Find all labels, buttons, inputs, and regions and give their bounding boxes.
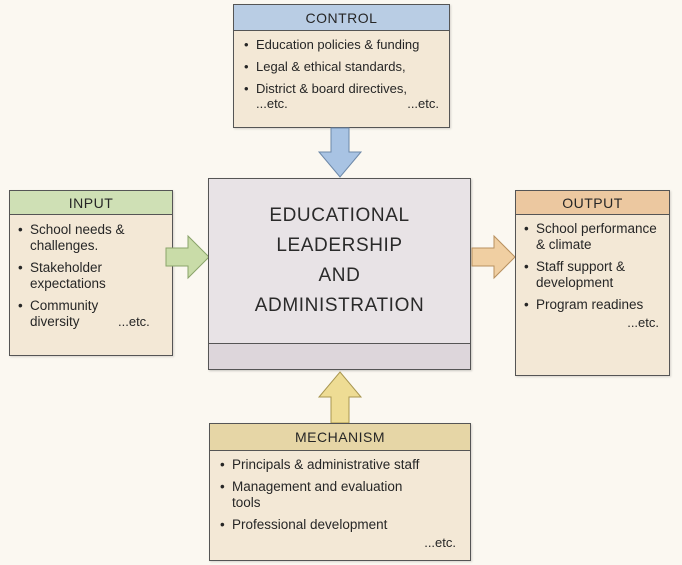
output-box: OUTPUT School performance & climate Staf… xyxy=(515,190,670,376)
input-item-text: Community diversity xyxy=(30,298,99,329)
mechanism-header: MECHANISM xyxy=(210,424,470,451)
control-box: CONTROL Education policies & funding Leg… xyxy=(233,4,450,128)
input-item: School needs & challenges. xyxy=(18,222,164,254)
mechanism-item: Professional development xyxy=(220,517,460,533)
input-arrow-right xyxy=(165,234,210,280)
center-bottom-strip xyxy=(209,343,470,369)
input-etc: ...etc. xyxy=(118,314,150,329)
center-line: LEADERSHIP xyxy=(276,235,403,256)
center-title: EDUCATIONAL LEADERSHIP AND ADMINISTRATIO… xyxy=(209,179,470,343)
center-process-box: EDUCATIONAL LEADERSHIP AND ADMINISTRATIO… xyxy=(208,178,471,370)
center-line: EDUCATIONAL xyxy=(269,205,410,226)
mechanism-etc: ...etc. xyxy=(424,535,456,550)
control-item: Education policies & funding xyxy=(244,37,439,53)
mechanism-arrow-up xyxy=(317,371,363,424)
output-item: Program readines xyxy=(524,297,661,313)
output-item: Staff support & development xyxy=(524,259,661,291)
control-header: CONTROL xyxy=(234,5,449,31)
mechanism-item: Management and evaluation tools xyxy=(220,479,460,511)
control-etc-right: ...etc. xyxy=(407,96,439,111)
mechanism-box: MECHANISM Principals & administrative st… xyxy=(209,423,471,561)
input-header: INPUT xyxy=(10,191,172,215)
output-item: School performance & climate xyxy=(524,221,661,253)
control-etc-left: ...etc. xyxy=(256,96,288,111)
mechanism-item: Principals & administrative staff xyxy=(220,457,460,473)
mechanism-list: Principals & administrative staff Manage… xyxy=(210,451,470,533)
control-item: Legal & ethical standards, xyxy=(244,59,439,75)
input-list: School needs & challenges. Stakeholder e… xyxy=(10,215,172,330)
input-item: Stakeholder expectations xyxy=(18,260,164,292)
center-line: ADMINISTRATION xyxy=(254,295,425,316)
output-etc: ...etc. xyxy=(627,315,659,330)
control-arrow-down xyxy=(317,127,363,178)
control-list: Education policies & funding Legal & eth… xyxy=(234,31,449,111)
input-item: Community diversity ...etc. xyxy=(18,298,164,330)
control-item: District & board directives, ...etc. ...… xyxy=(244,81,439,111)
input-box: INPUT School needs & challenges. Stakeho… xyxy=(9,190,173,356)
output-list: School performance & climate Staff suppo… xyxy=(516,215,669,313)
center-line: AND xyxy=(318,265,361,286)
control-item-text: District & board directives, xyxy=(256,81,407,96)
output-arrow-right xyxy=(471,234,516,280)
output-header: OUTPUT xyxy=(516,191,669,215)
